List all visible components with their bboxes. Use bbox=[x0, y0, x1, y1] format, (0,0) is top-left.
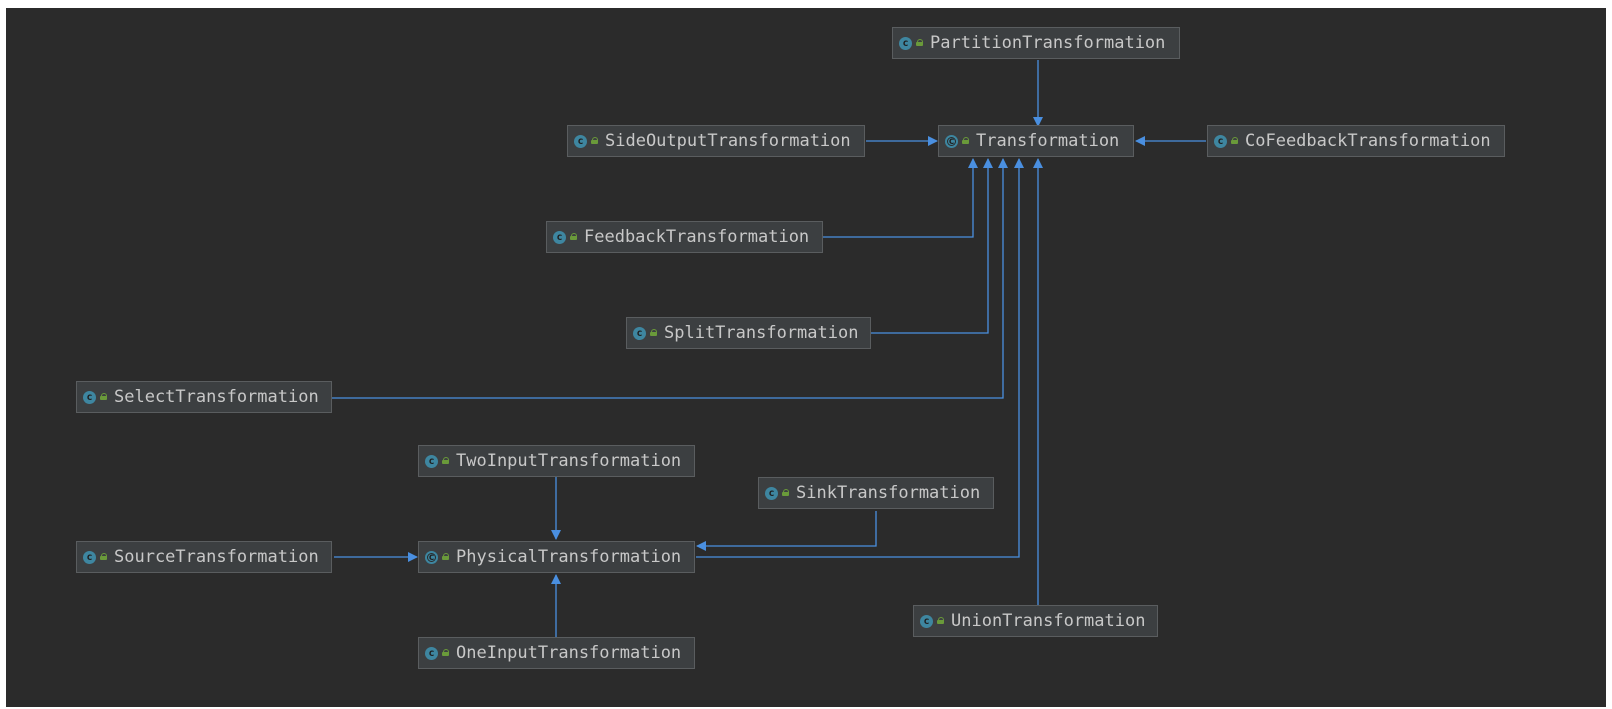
public-visibility-icon bbox=[916, 38, 923, 47]
node-label: SideOutputTransformation bbox=[605, 131, 851, 151]
diagram-canvas bbox=[6, 8, 1606, 707]
public-visibility-icon bbox=[1231, 136, 1238, 145]
abstract-class-icon: c bbox=[945, 134, 958, 148]
class-icon: c bbox=[1214, 134, 1227, 148]
public-visibility-icon bbox=[100, 392, 107, 401]
public-visibility-icon bbox=[591, 136, 598, 145]
node-label: SplitTransformation bbox=[664, 323, 859, 343]
node-co-feedback-transformation[interactable]: c CoFeedbackTransformation bbox=[1207, 125, 1505, 157]
node-source-transformation[interactable]: c SourceTransformation bbox=[76, 541, 332, 573]
class-icon: c bbox=[425, 454, 438, 468]
node-transformation[interactable]: c Transformation bbox=[938, 125, 1134, 157]
node-sink-transformation[interactable]: c SinkTransformation bbox=[758, 477, 994, 509]
node-label: FeedbackTransformation bbox=[584, 227, 810, 247]
node-label: Transformation bbox=[976, 131, 1120, 151]
public-visibility-icon bbox=[442, 648, 449, 657]
node-physical-transformation[interactable]: c PhysicalTransformation bbox=[418, 541, 695, 573]
node-label: SourceTransformation bbox=[114, 547, 319, 567]
node-side-output-transformation[interactable]: c SideOutputTransformation bbox=[567, 125, 865, 157]
node-partition-transformation[interactable]: c PartitionTransformation bbox=[892, 27, 1180, 59]
node-two-input-transformation[interactable]: c TwoInputTransformation bbox=[418, 445, 695, 477]
node-one-input-transformation[interactable]: c OneInputTransformation bbox=[418, 637, 695, 669]
public-visibility-icon bbox=[937, 616, 944, 625]
public-visibility-icon bbox=[442, 552, 449, 561]
class-icon: c bbox=[633, 326, 646, 340]
class-icon: c bbox=[574, 134, 587, 148]
public-visibility-icon bbox=[570, 232, 577, 241]
abstract-class-icon: c bbox=[425, 550, 438, 564]
class-icon: c bbox=[899, 36, 912, 50]
node-label: CoFeedbackTransformation bbox=[1245, 131, 1491, 151]
node-split-transformation[interactable]: c SplitTransformation bbox=[626, 317, 871, 349]
public-visibility-icon bbox=[100, 552, 107, 561]
node-label: PhysicalTransformation bbox=[456, 547, 682, 567]
node-label: SelectTransformation bbox=[114, 387, 319, 407]
class-icon: c bbox=[83, 390, 96, 404]
node-label: OneInputTransformation bbox=[456, 643, 682, 663]
class-icon: c bbox=[920, 614, 933, 628]
class-icon: c bbox=[765, 486, 778, 500]
public-visibility-icon bbox=[442, 456, 449, 465]
node-select-transformation[interactable]: c SelectTransformation bbox=[76, 381, 332, 413]
node-feedback-transformation[interactable]: c FeedbackTransformation bbox=[546, 221, 823, 253]
node-label: SinkTransformation bbox=[796, 483, 981, 503]
class-icon: c bbox=[553, 230, 566, 244]
class-icon: c bbox=[425, 646, 438, 660]
class-icon: c bbox=[83, 550, 96, 564]
node-label: PartitionTransformation bbox=[930, 33, 1166, 53]
public-visibility-icon bbox=[650, 328, 657, 337]
public-visibility-icon bbox=[782, 488, 789, 497]
node-union-transformation[interactable]: c UnionTransformation bbox=[913, 605, 1158, 637]
node-label: TwoInputTransformation bbox=[456, 451, 682, 471]
node-label: UnionTransformation bbox=[951, 611, 1146, 631]
public-visibility-icon bbox=[962, 136, 969, 145]
